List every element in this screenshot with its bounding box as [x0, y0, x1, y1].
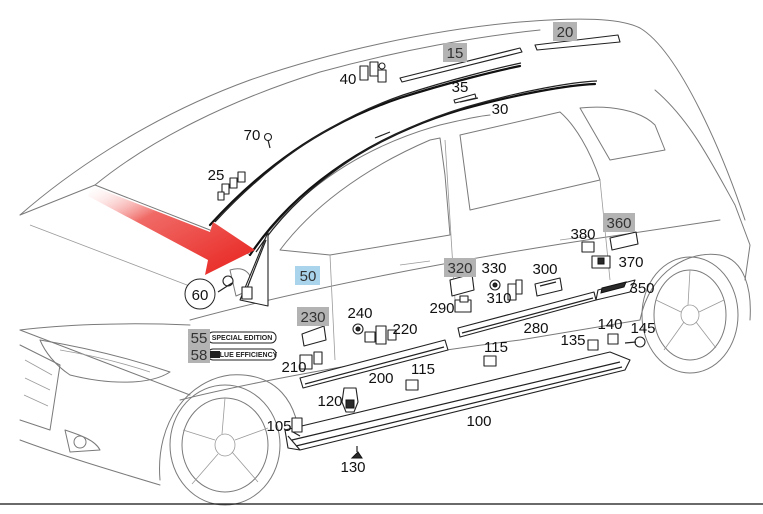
- callout-350: 350: [629, 280, 654, 297]
- badges: SPECIAL EDITION BLUE EFFICIENCY: [207, 331, 278, 361]
- callout-115-b: 115: [484, 339, 508, 356]
- callout-135: 135: [560, 332, 585, 349]
- callout-labels: 15 20 25 30 35 40 50 55 58 60 70 100 105…: [191, 24, 656, 476]
- callout-280: 280: [523, 320, 548, 337]
- callout-120: 120: [317, 393, 342, 410]
- side-skirt-100: [284, 351, 631, 451]
- callout-115-a: 115: [411, 361, 435, 378]
- callout-200: 200: [368, 370, 393, 387]
- small-parts: [291, 231, 646, 459]
- callout-230: 230: [300, 309, 325, 326]
- badge-special-edition-text: SPECIAL EDITION: [212, 335, 273, 342]
- callout-380: 380: [570, 226, 595, 243]
- callout-240: 240: [347, 305, 372, 322]
- callout-370: 370: [618, 254, 643, 271]
- callout-55: 55: [191, 330, 208, 347]
- callout-50: 50: [300, 268, 317, 285]
- callout-220: 220: [392, 321, 417, 338]
- callout-35: 35: [452, 79, 469, 96]
- door-moldings: [299, 279, 636, 389]
- callout-15: 15: [447, 45, 464, 62]
- callout-310: 310: [486, 290, 511, 307]
- callout-60-circle: [184, 278, 216, 310]
- callout-70: 70: [244, 127, 261, 144]
- callout-145: 145: [630, 320, 655, 337]
- callout-25: 25: [208, 167, 225, 184]
- callout-58: 58: [191, 347, 208, 364]
- callout-105: 105: [266, 418, 291, 435]
- callout-210: 210: [281, 359, 306, 376]
- callout-330: 330: [481, 260, 506, 277]
- callout-360: 360: [606, 215, 631, 232]
- pointer-arrow: [88, 186, 255, 275]
- callout-40: 40: [340, 71, 357, 88]
- roof-moldings: [208, 34, 621, 257]
- callout-highlights: [184, 22, 635, 363]
- callout-300: 300: [532, 261, 557, 278]
- callout-140: 140: [597, 316, 622, 333]
- clip-60: [217, 275, 253, 300]
- callout-130: 130: [340, 459, 365, 476]
- callout-60: 60: [192, 287, 209, 304]
- callout-100: 100: [466, 413, 491, 430]
- badge-blue-efficiency-text: BLUE EFFICIENCY: [215, 352, 278, 359]
- callout-290: 290: [429, 300, 454, 317]
- callout-320: 320: [447, 260, 472, 277]
- callout-30: 30: [492, 101, 509, 118]
- callout-20: 20: [557, 24, 574, 41]
